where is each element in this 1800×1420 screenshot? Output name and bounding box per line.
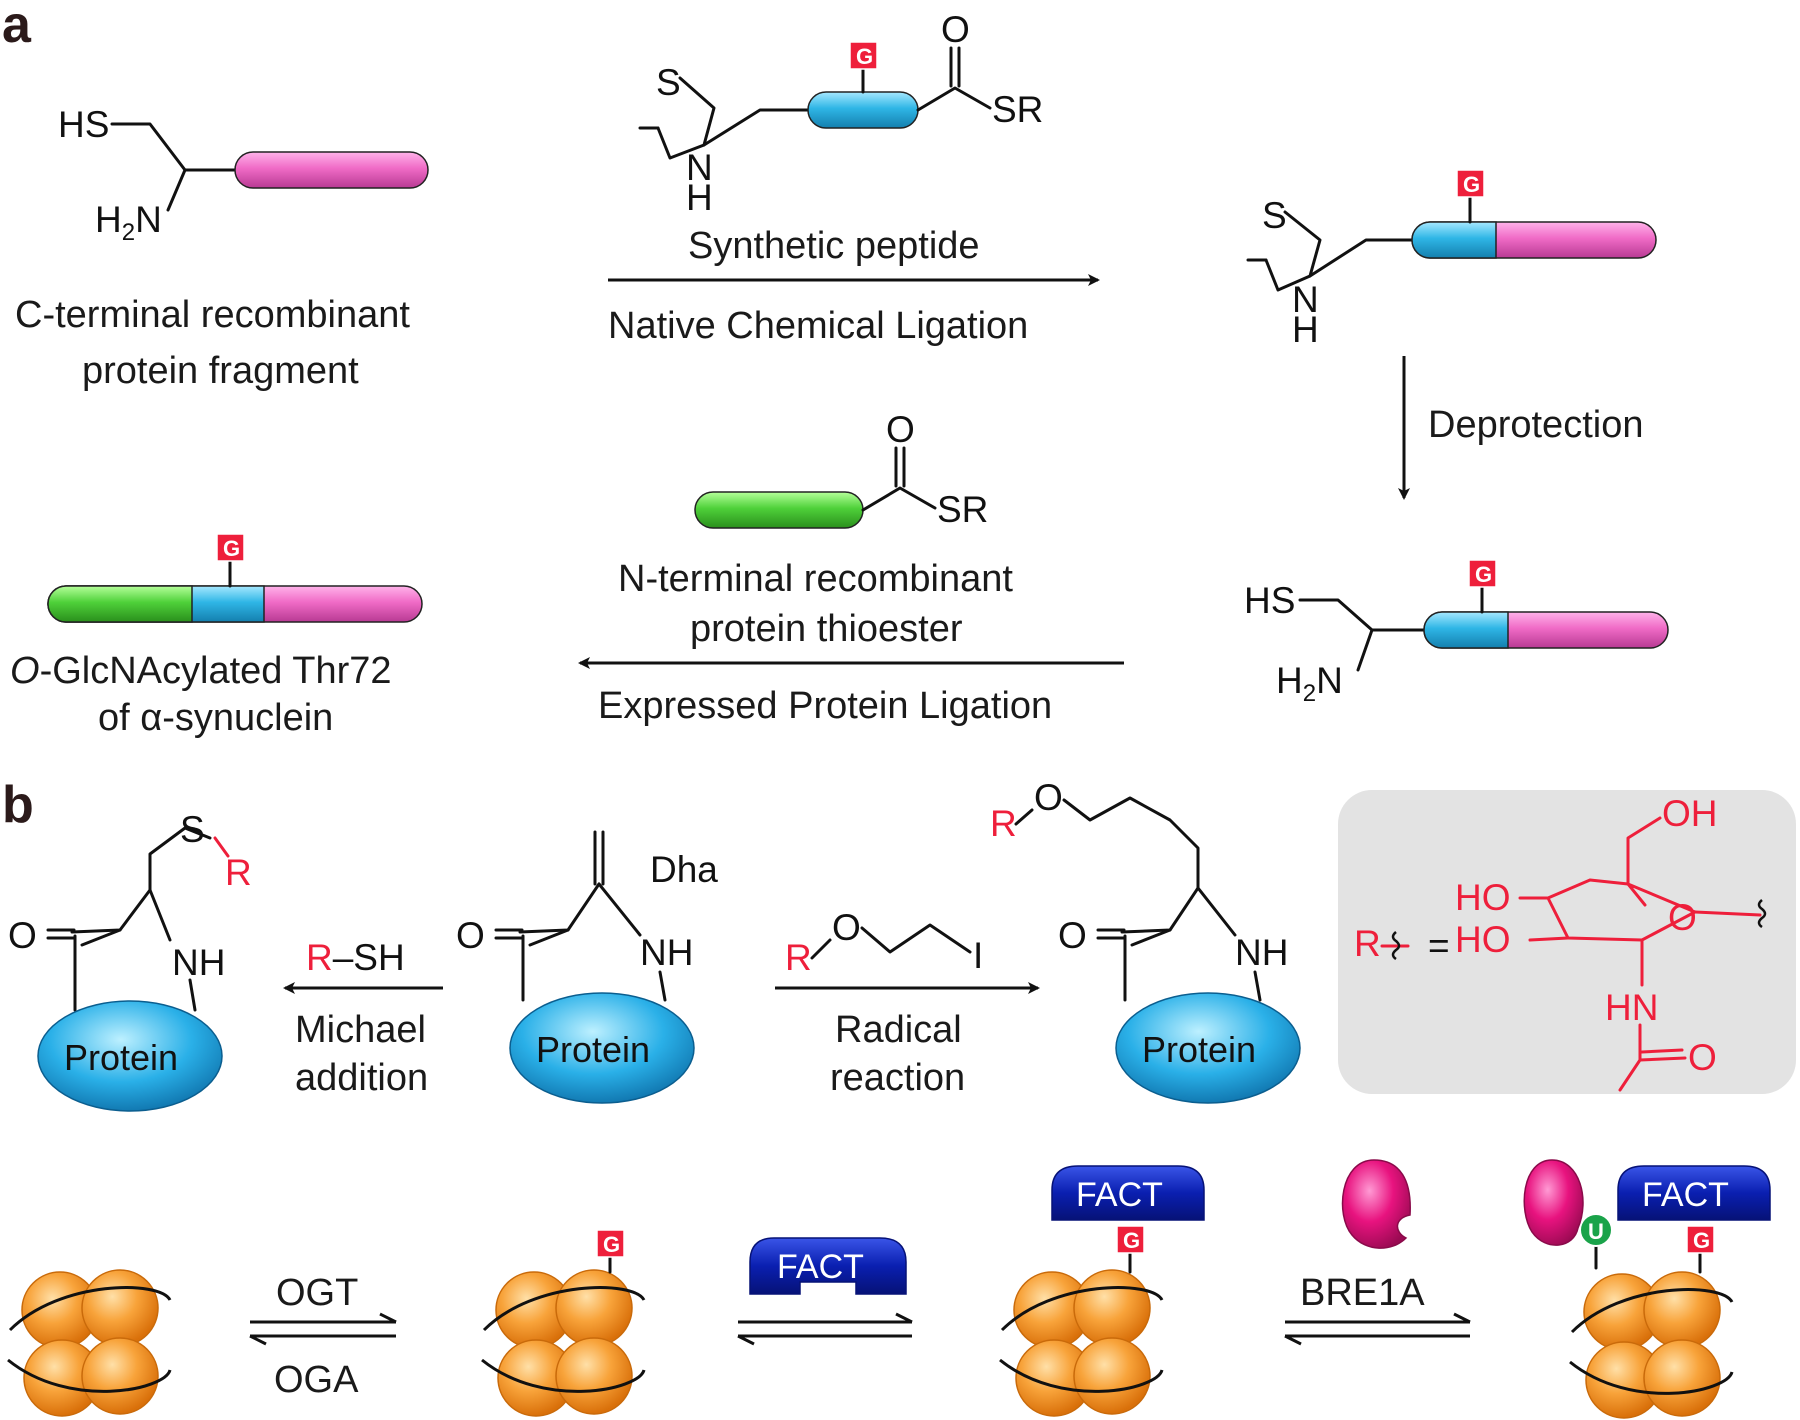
svg-text:R: R [785, 937, 812, 978]
c-terminal-label-1: C-terminal recombinant [15, 294, 410, 336]
g-marker-2: G [596, 1229, 625, 1258]
svg-text:HS: HS [1244, 580, 1295, 621]
svg-text:FACT: FACT [1642, 1176, 1729, 1214]
svg-text:Protein: Protein [1142, 1029, 1256, 1070]
svg-text:HO: HO [1455, 877, 1511, 918]
svg-text:NH: NH [1235, 932, 1288, 973]
nucleosome-4 [1568, 1270, 1734, 1420]
product-label-2: of α-synuclein [98, 697, 333, 739]
svg-text:O: O [1034, 777, 1063, 818]
nucleosome-1 [6, 1268, 172, 1418]
nucleosome-2 [480, 1268, 646, 1418]
n-terminal-thioester: O SR [694, 409, 988, 530]
h-atom: H [686, 177, 713, 218]
michael-reagent: R–SH [306, 937, 405, 978]
radical-label-2: reaction [830, 1057, 965, 1099]
deprotection-label: Deprotection [1428, 404, 1643, 446]
dha-structure: Dha O NH Protein [456, 830, 718, 1104]
svg-text:G: G [223, 536, 240, 561]
panel-b-letter: b [2, 776, 34, 834]
svg-text:O: O [1668, 897, 1697, 938]
svg-text:O: O [832, 907, 861, 948]
nucleosome-3 [998, 1268, 1164, 1418]
svg-text:R: R [1354, 923, 1381, 964]
svg-text:=: = [1428, 925, 1450, 966]
c-terminal-fragment: HS H2N [58, 104, 429, 246]
svg-text:G: G [856, 44, 873, 69]
svg-text:HO: HO [1455, 919, 1511, 960]
cyan-segment [807, 91, 919, 129]
c-terminal-label-2: protein fragment [82, 350, 359, 392]
svg-text:Protein: Protein [536, 1029, 650, 1070]
fact-bound: FACT [1051, 1165, 1205, 1221]
s-atom: S [656, 62, 681, 103]
svg-text:G: G [1475, 562, 1492, 587]
svg-text:S: S [1262, 195, 1287, 236]
ubiquitin-marker [1579, 1213, 1613, 1247]
svg-text:FACT: FACT [1076, 1176, 1163, 1214]
svg-text:O: O [8, 915, 37, 956]
svg-text:S: S [180, 809, 205, 850]
oga-label: OGA [274, 1359, 359, 1401]
michael-product: S R O NH Protein [8, 809, 252, 1112]
epl-label: Expressed Protein Ligation [598, 685, 1052, 727]
final-product: G [47, 533, 423, 623]
o-atom: O [941, 9, 970, 50]
svg-text:H: H [1292, 309, 1319, 350]
hs-atom: HS [58, 104, 109, 145]
bre1a-bound [1523, 1159, 1584, 1246]
svg-text:H2N: H2N [1276, 660, 1343, 707]
svg-text:U: U [1588, 1219, 1604, 1244]
svg-text:I: I [973, 935, 983, 976]
bre1a-label: BRE1A [1300, 1272, 1425, 1314]
svg-text:G: G [603, 1232, 620, 1257]
ligated-protected-product: S N H G [1246, 169, 1657, 350]
n-atom: N [686, 147, 713, 188]
michael-label-2: addition [295, 1057, 428, 1099]
michael-label-1: Michael [295, 1009, 426, 1051]
svg-text:NH: NH [640, 932, 693, 973]
svg-text:R: R [990, 803, 1017, 844]
pink-segment [234, 151, 429, 189]
svg-text:O: O [1688, 1037, 1717, 1078]
radical-reagent: R O I [785, 907, 983, 978]
radical-product: R O O NH Protein [990, 777, 1301, 1104]
svg-text:O: O [886, 409, 915, 450]
svg-text:G: G [1123, 1228, 1140, 1253]
svg-text:OH: OH [1662, 793, 1718, 834]
svg-text:G: G [1693, 1228, 1710, 1253]
deprotected-product: HS H2N G [1244, 559, 1669, 707]
ncl-label: Native Chemical Ligation [608, 305, 1028, 347]
sr-atom: SR [992, 89, 1043, 130]
svg-text:O: O [456, 915, 485, 956]
n-terminal-label-2: protein thioester [690, 608, 963, 650]
svg-text:Dha: Dha [650, 849, 718, 890]
svg-text:R: R [225, 852, 252, 893]
synthetic-peptide-label: Synthetic peptide [688, 225, 980, 267]
radical-label-1: Radical [835, 1009, 962, 1051]
svg-text:FACT: FACT [777, 1248, 864, 1286]
svg-text:Protein: Protein [64, 1037, 178, 1078]
fact-unbound: FACT [749, 1237, 907, 1295]
h2n-atom: H2N [95, 199, 162, 246]
svg-text:O: O [1058, 915, 1087, 956]
svg-text:G: G [1463, 172, 1480, 197]
ogt-label: OGT [276, 1272, 358, 1314]
svg-text:HN: HN [1605, 987, 1658, 1028]
g-marker: G [849, 41, 878, 70]
product-label-1: O-GlcNAcylated Thr72 [10, 650, 392, 692]
bre1a-enzyme [1341, 1159, 1411, 1249]
glcnac-definition-box: R = O OH HO HO HN O [1338, 790, 1796, 1094]
fact-bound-2: FACT [1617, 1165, 1771, 1221]
synthetic-peptide-structure: S N H G O SR [638, 9, 1043, 218]
svg-text:SR: SR [937, 489, 988, 530]
panel-a-letter: a [2, 0, 32, 54]
svg-text:N: N [1292, 279, 1319, 320]
n-terminal-label-1: N-terminal recombinant [618, 558, 1013, 600]
svg-text:NH: NH [172, 942, 225, 983]
